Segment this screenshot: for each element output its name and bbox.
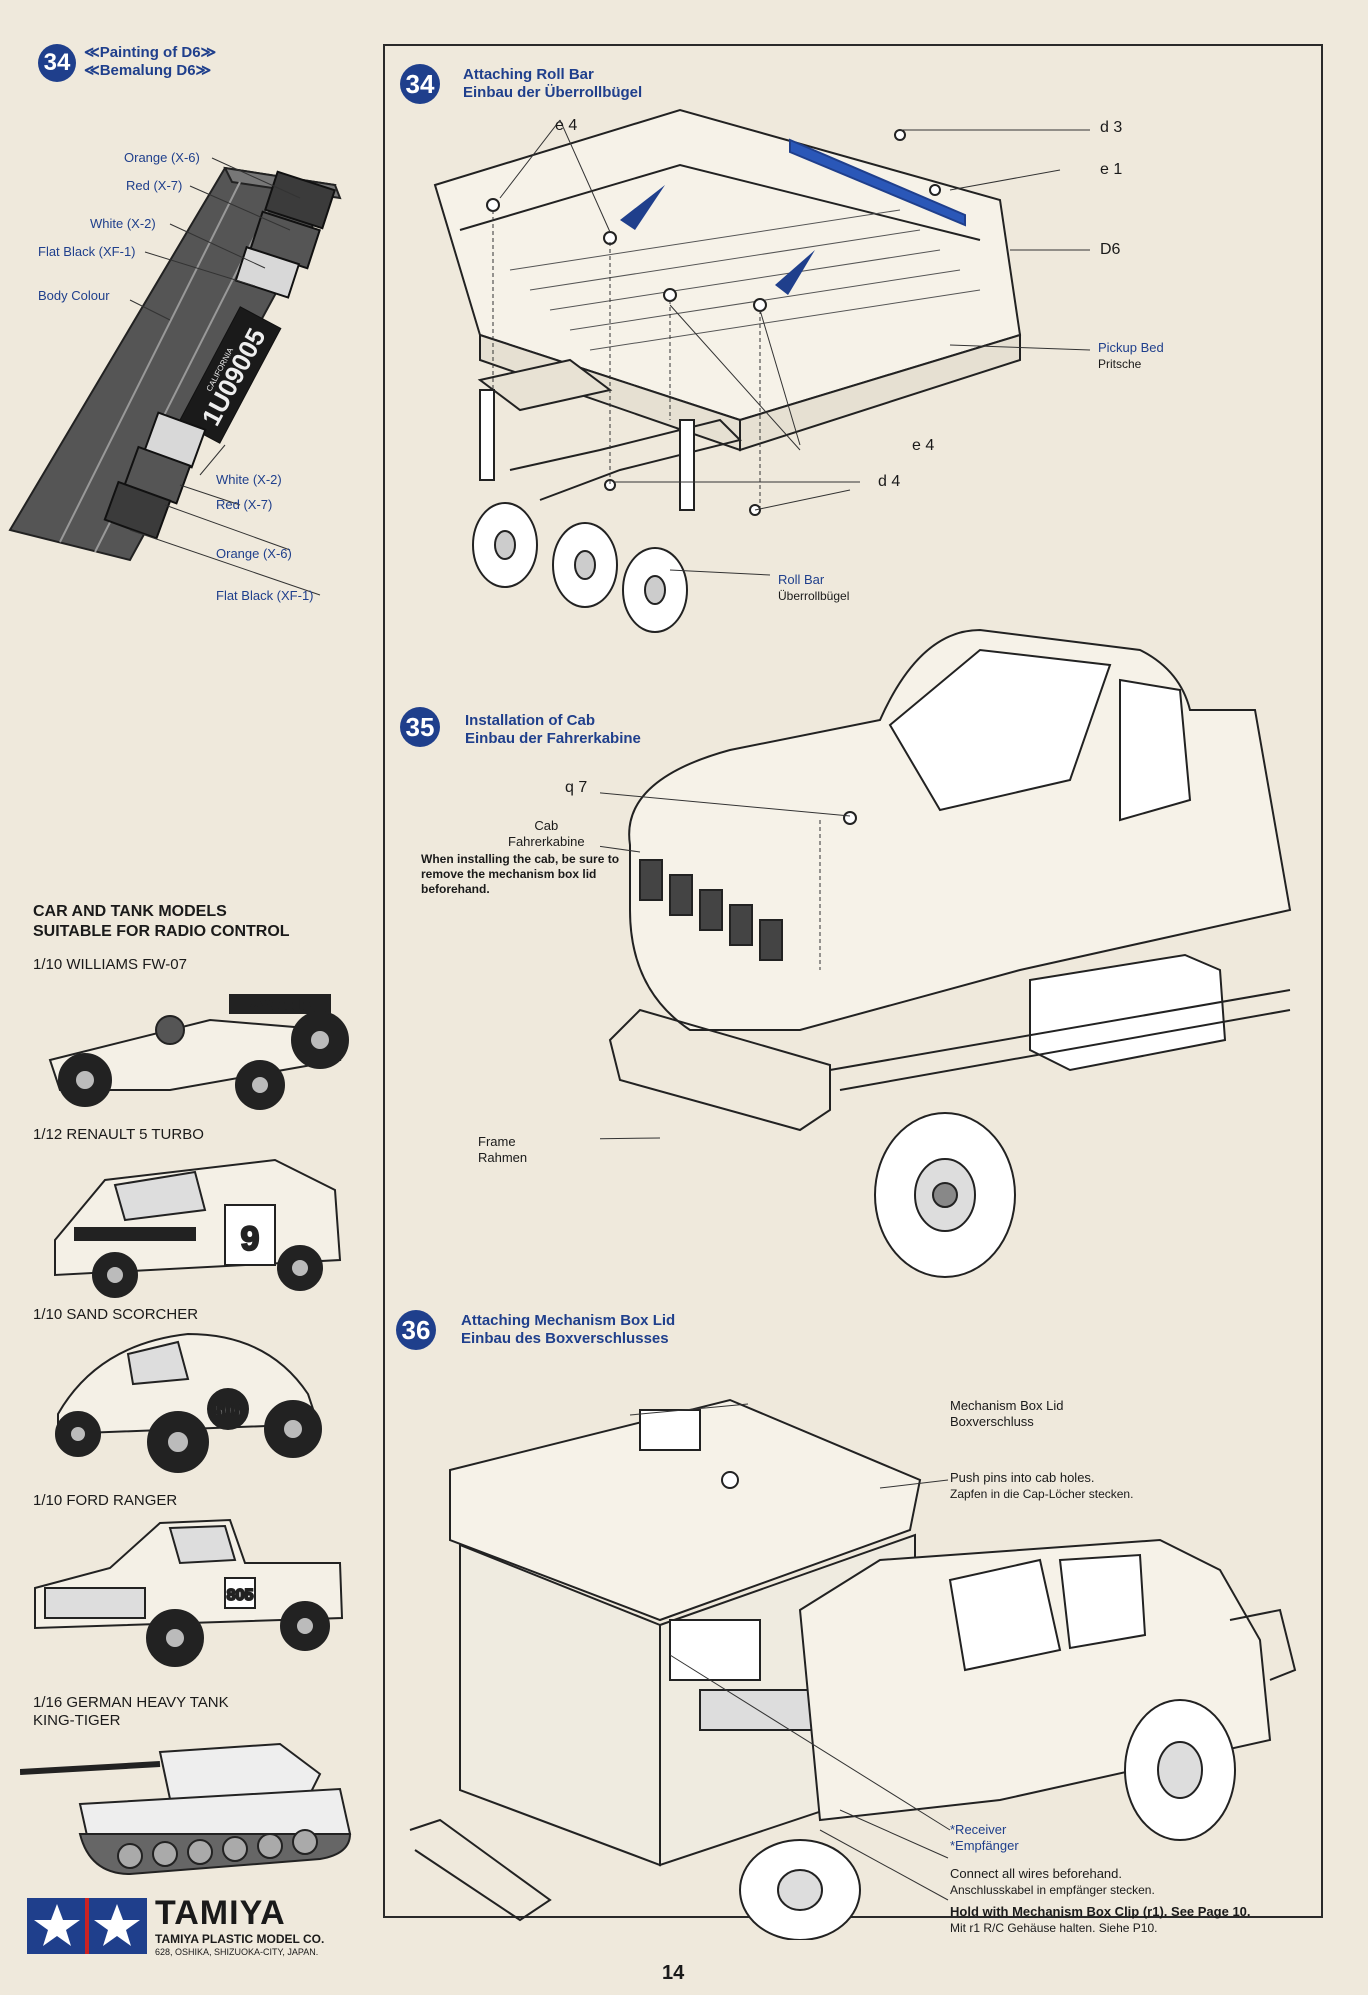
step36-title-en: Attaching Mechanism Box Lid (461, 1312, 676, 1329)
models-heading-line1: CAR AND TANK MODELS (33, 903, 227, 920)
mechanism-box-lid-label: Mechanism Box Lid Boxverschluss (950, 1398, 1063, 1430)
pickup-bed-en: Pickup Bed (1098, 340, 1164, 355)
hold-clip-label: Hold with Mechanism Box Clip (r1). See P… (950, 1904, 1251, 1936)
step-number-badge: 35 (400, 707, 440, 747)
receiver-label: *Receiver *Empfänger (950, 1822, 1019, 1854)
frame-label: Frame Rahmen (478, 1134, 527, 1166)
label-red-x7-bottom: Red (X-7) (216, 497, 273, 512)
cab-installation-diagram (600, 628, 1292, 1278)
cab-note: When installing the cab, be sure to remo… (421, 852, 620, 896)
model-label-ford-ranger: 1/10 FORD RANGER (33, 1492, 178, 1509)
svg-text:Z.Y saudia: Z.Y saudia (250, 998, 310, 1012)
step36-badge-wrap: 36 (396, 1310, 436, 1350)
cab-label-en: Cab (534, 818, 559, 833)
pickup-bed-de: Pritsche (1098, 357, 1142, 371)
frame-label-de: Rahmen (478, 1150, 528, 1165)
push-pins-label: Push pins into cab holes. Zapfen in die … (950, 1470, 1133, 1502)
painting-title-en: ≪Painting of D6≫ (84, 44, 217, 61)
step34-title-de: Einbau der Überrollbügel (463, 84, 643, 101)
receiver-de: *Empfänger (950, 1838, 1019, 1853)
label-white-x2-bottom: White (X-2) (216, 472, 282, 487)
part-q7: q 7 (565, 779, 588, 796)
cab-label: Cab Fahrerkabine (508, 818, 585, 850)
sand-scorcher-decal: 506 (215, 1403, 242, 1420)
step35-title: Installation of Cab Einbau der Fahrerkab… (465, 712, 641, 748)
cab-label-de: Fahrerkabine (508, 834, 585, 849)
receiver-en: *Receiver (950, 1822, 1007, 1837)
part-d4: d 4 (878, 473, 901, 490)
part-d3: d 3 (1100, 119, 1123, 136)
model-label-sand-scorcher: 1/10 SAND SCORCHER (33, 1306, 199, 1323)
roll-bar-label: Roll Bar Überrollbügel (778, 572, 849, 604)
part-d6: D6 (1100, 241, 1121, 258)
label-orange-x6-bottom: Orange (X-6) (216, 546, 292, 561)
d6-painting-diagram: 1U09005 CALIFORNIA (8, 157, 342, 596)
lid-label-en: Mechanism Box Lid (950, 1398, 1064, 1413)
step-number-badge: 34 (400, 64, 440, 104)
part-e4-top: e 4 (555, 117, 578, 134)
mechanism-box-lid-diagram (409, 1398, 1297, 1940)
step34-painting-header: 34 (38, 44, 76, 82)
brand-address: 628, OSHIKA, SHIZUOKA-CITY, JAPAN. (155, 1947, 319, 1957)
models-heading-line2: SUITABLE FOR RADIO CONTROL (33, 923, 290, 940)
step35-title-en: Installation of Cab (465, 712, 596, 729)
step34-title: Attaching Roll Bar Einbau der Überrollbü… (463, 66, 642, 102)
label-red-x7: Red (X-7) (126, 178, 183, 193)
step-number-badge: 34 (38, 44, 76, 82)
painting-title-de: ≪Bemalung D6≫ (84, 62, 212, 79)
frame-label-en: Frame (478, 1134, 516, 1149)
connect-wires-label: Connect all wires beforehand. Anschlussk… (950, 1866, 1155, 1898)
step36-title-de: Einbau des Boxverschlusses (461, 1330, 669, 1347)
model-label-king-tiger: 1/16 GERMAN HEAVY TANK KING-TIGER (33, 1694, 229, 1729)
models-heading: CAR AND TANK MODELS SUITABLE FOR RADIO C… (33, 902, 290, 942)
painting-title: ≪Painting of D6≫ ≪Bemalung D6≫ (84, 44, 216, 80)
part-e1: e 1 (1100, 161, 1123, 178)
pickup-bed-label: Pickup Bed Pritsche (1098, 340, 1164, 372)
model-label-renault: 1/12 RENAULT 5 TURBO (33, 1126, 204, 1143)
connect-de: Anschlusskabel in empfänger stecken. (950, 1883, 1155, 1897)
king-tiger-tank-illustration (20, 1742, 352, 1876)
step34-badge-wrap: 34 (400, 64, 440, 104)
part-e4-bottom: e 4 (912, 437, 935, 454)
roll-bar-de: Überrollbügel (778, 589, 850, 603)
push-pins-en: Push pins into cab holes. (950, 1470, 1095, 1485)
label-body-colour: Body Colour (38, 288, 110, 303)
roll-bar-assembly-diagram (433, 108, 1091, 633)
renault-5-turbo-illustration: 9 (54, 1158, 342, 1298)
assembly-steps-frame (383, 44, 1323, 1918)
connect-en: Connect all wires beforehand. (950, 1866, 1122, 1881)
lid-label-de: Boxverschluss (950, 1414, 1034, 1429)
brand-company: TAMIYA PLASTIC MODEL CO. (155, 1932, 325, 1946)
williams-fw07-illustration: Z.Y saudia (48, 994, 349, 1110)
push-pins-de: Zapfen in die Cap-Löcher stecken. (950, 1487, 1134, 1501)
label-flat-black-xf1: Flat Black (XF-1) (38, 244, 136, 259)
ford-ranger-illustration: 805 (34, 1518, 344, 1667)
roll-bar-en: Roll Bar (778, 572, 825, 587)
step35-badge-wrap: 35 (400, 707, 440, 747)
tamiya-star-logo (27, 1898, 147, 1954)
renault-decal: 9 (241, 1220, 260, 1258)
label-flat-black-xf1-bottom: Flat Black (XF-1) (216, 588, 314, 603)
ford-ranger-decal: 805 (227, 1587, 254, 1604)
page-number: 14 (662, 1962, 685, 1984)
label-white-x2: White (X-2) (90, 216, 156, 231)
step35-title-de: Einbau der Fahrerkabine (465, 730, 641, 747)
step34-title-en: Attaching Roll Bar (463, 66, 594, 83)
hold-de: Mit r1 R/C Gehäuse halten. Siehe P10. (950, 1921, 1158, 1935)
brand-name: TAMIYA (155, 1894, 286, 1932)
step36-title: Attaching Mechanism Box Lid Einbau des B… (461, 1312, 675, 1348)
model-label-williams: 1/10 WILLIAMS FW-07 (33, 956, 187, 973)
label-orange-x6: Orange (X-6) (124, 150, 200, 165)
hold-en: Hold with Mechanism Box Clip (r1). See P… (950, 1904, 1251, 1919)
step-number-badge: 36 (396, 1310, 436, 1350)
sand-scorcher-illustration: 506 (55, 1332, 322, 1473)
